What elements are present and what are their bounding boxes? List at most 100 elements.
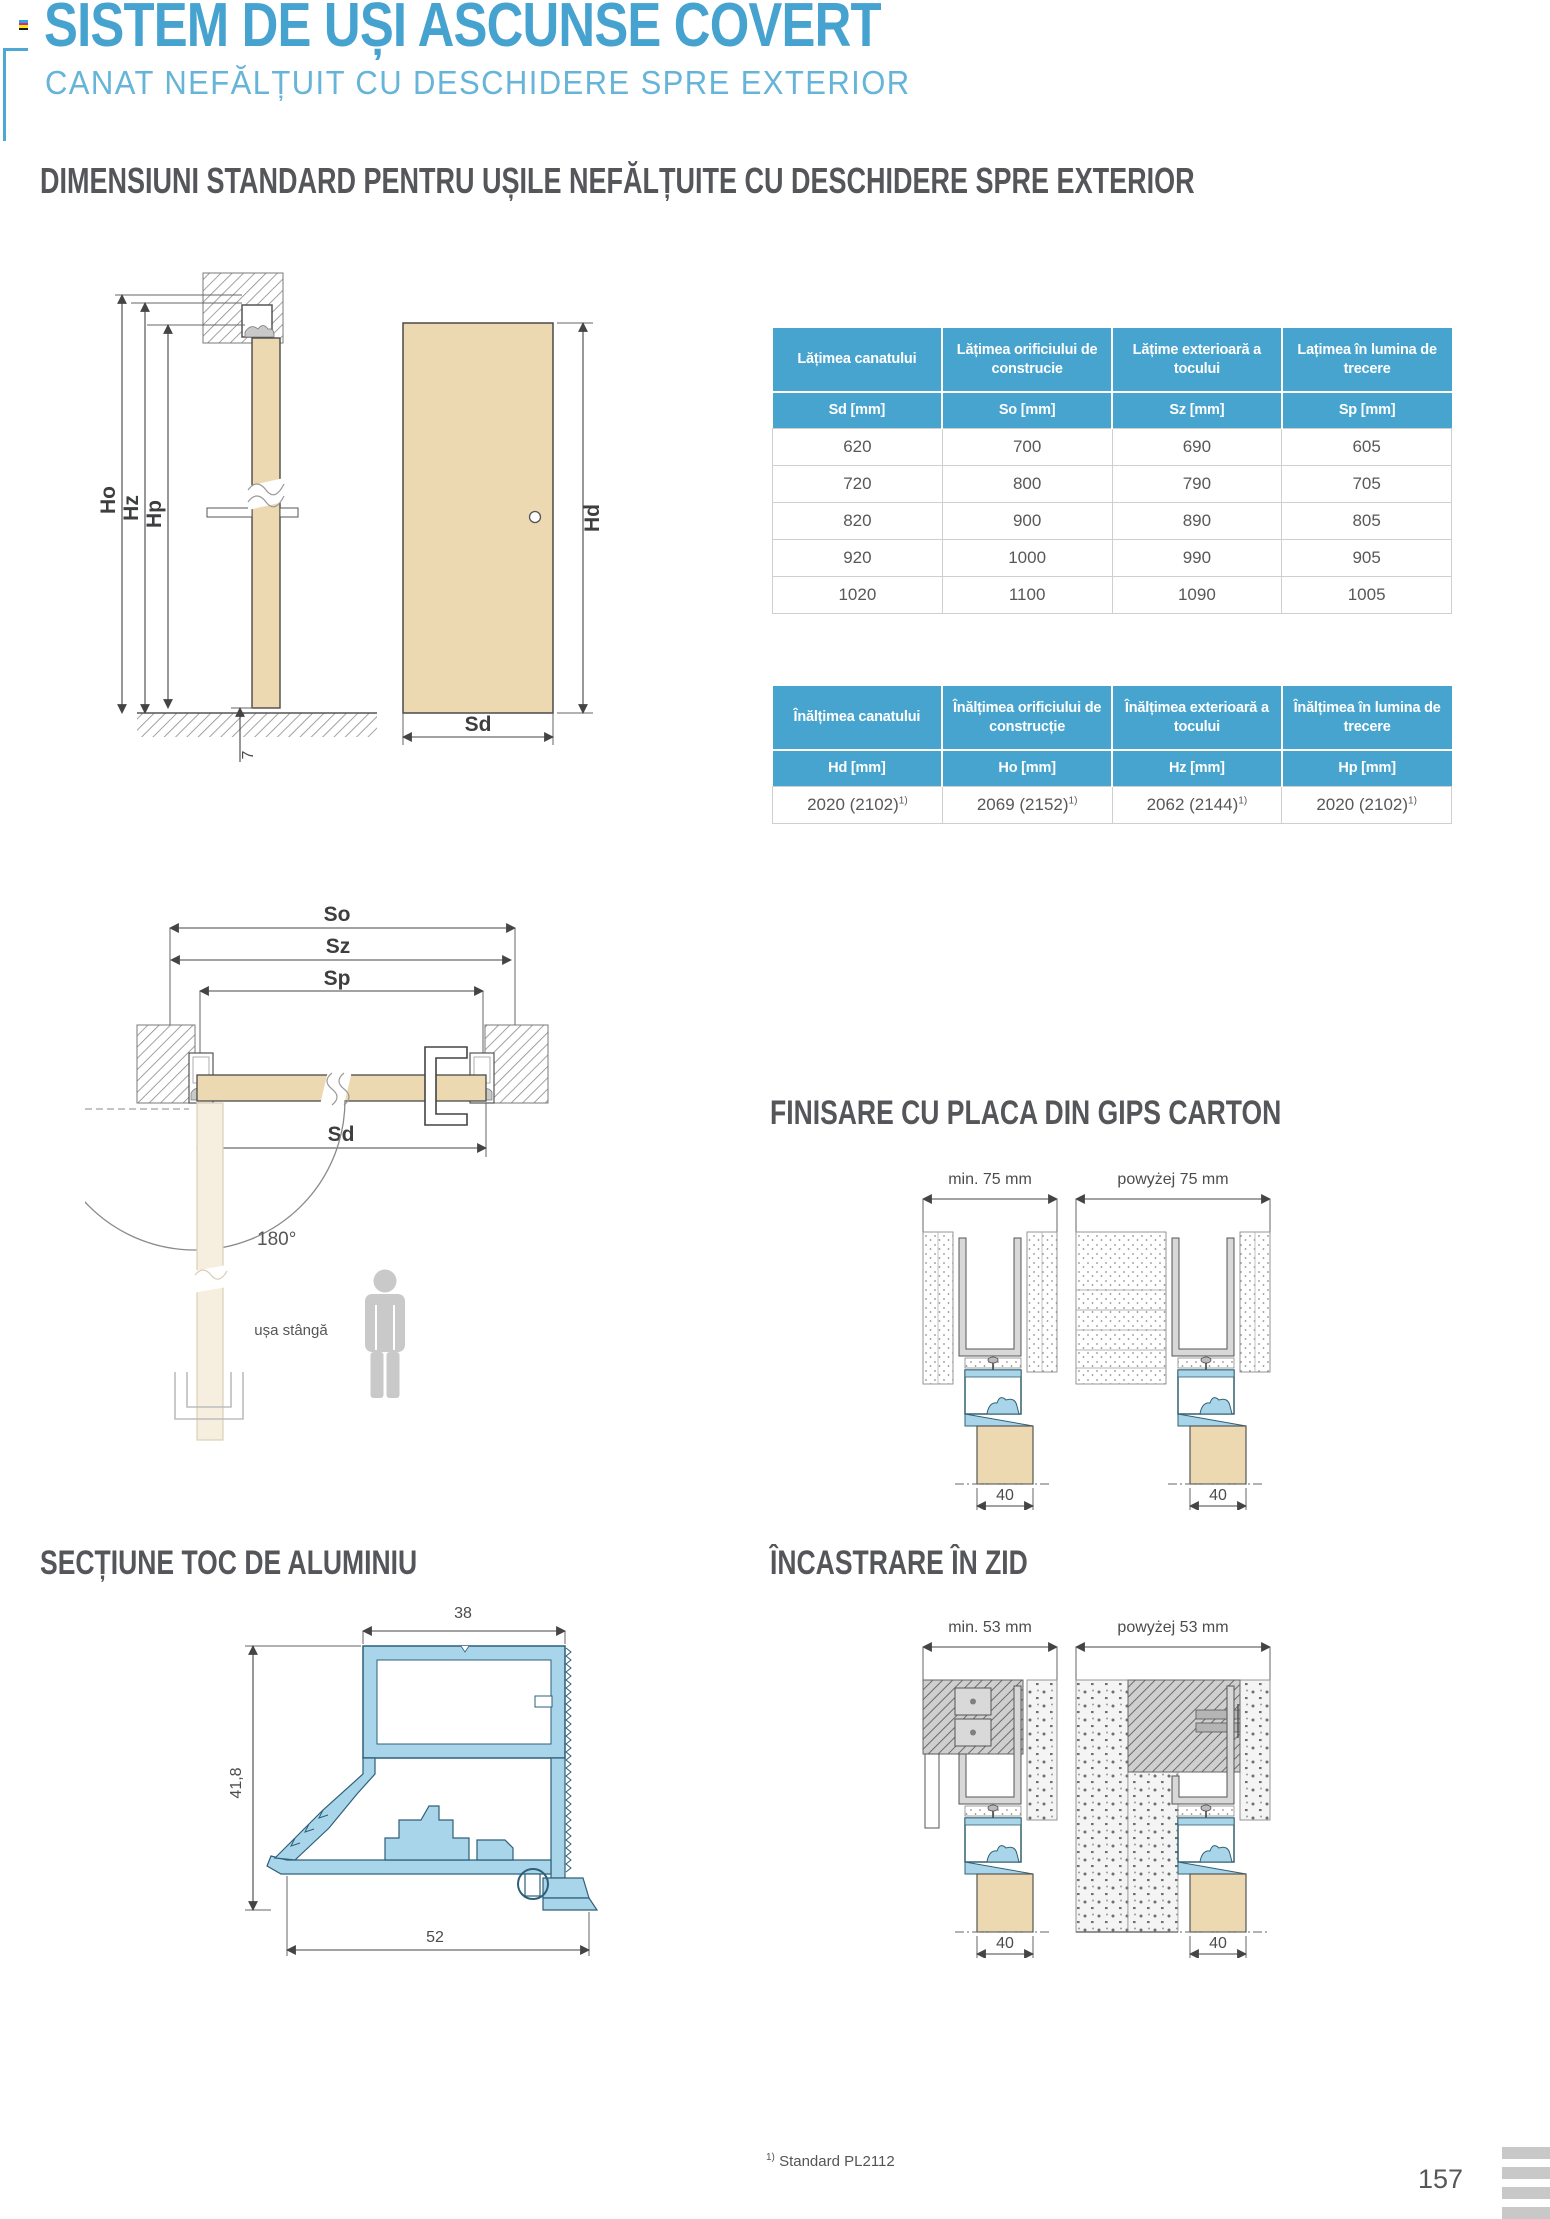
cell: 1005 [1281, 575, 1452, 614]
footnote: 1) Standard PL2112 [766, 2152, 895, 2170]
masonry-block [922, 1679, 1024, 1755]
cell: 2020 (2102)1) [1281, 785, 1452, 824]
gips-board-layers [1075, 1231, 1271, 1385]
aluminum-frame-profile [964, 1817, 1034, 1875]
swing-angle-label: 180° [257, 1229, 296, 1250]
footer-stripe [1502, 2207, 1550, 2219]
height-dimensions-table: Înălțimea canatului Înălțimea orificiulu… [772, 686, 1452, 824]
aluminum-profile-diagram: 38 41,8 52 [228, 1605, 599, 1956]
door-leaf-section [976, 1425, 1034, 1485]
table-row: 720 800 790 705 [772, 464, 1452, 503]
zid-section-heading: ÎNCASTRARE ÎN ZID [770, 1544, 1028, 1582]
sub-header: Sz [mm] [1111, 391, 1282, 428]
cell: 890 [1111, 501, 1283, 540]
door-leaf-side [206, 337, 299, 709]
door-knob [528, 510, 542, 524]
mounting-channel [1171, 1237, 1235, 1357]
gasket-roller-detail [517, 1868, 549, 1900]
sub-header: Hp [mm] [1280, 749, 1452, 786]
floor-guide-bracket [174, 1372, 244, 1420]
width-dimensions-table: Lățimea canatului Lățimea orificiului de… [772, 328, 1452, 614]
cell: 820 [772, 501, 943, 540]
col-header: Înălțimea canatului [772, 686, 943, 750]
sub-header: Hz [mm] [1111, 749, 1282, 786]
cell: 2069 (2152)1) [941, 785, 1113, 824]
cell: 1100 [941, 575, 1113, 614]
cell: 705 [1281, 464, 1452, 503]
gips-board-strips [922, 1231, 1058, 1385]
gips-min75-diagram: min. 75 mm 40 [922, 1171, 1058, 1510]
door-swing-arc [85, 1099, 346, 1251]
dim-label-38: 38 [454, 1605, 472, 1622]
cell: 900 [941, 501, 1113, 540]
door-leaf-section [1189, 1873, 1247, 1933]
dim-label-floor-gap: 7 [240, 750, 257, 759]
cell-value: 2062 (2144) [1146, 794, 1239, 814]
cell: 720 [772, 464, 943, 503]
table-row: 920 1000 990 905 [772, 538, 1452, 577]
dimension-lines [117, 294, 245, 762]
table-row: 1020 1100 1090 1005 [772, 575, 1452, 614]
dim-label-sd: Sd [465, 713, 492, 736]
door-hand-label: ușa stângă [254, 1322, 328, 1339]
dim-label: min. 75 mm [948, 1171, 1032, 1188]
door-leaf-section [1189, 1425, 1247, 1485]
col-header: Înălțimea în lumina de trecere [1280, 686, 1452, 750]
door-plan-view-diagram: So Sz Sp Sd 180° ușa stângă [85, 903, 549, 1441]
door-leaf-section [976, 1873, 1034, 1933]
dimension-lines [248, 1626, 590, 1955]
cell: 1090 [1111, 575, 1283, 614]
dim-label: min. 53 mm [948, 1619, 1032, 1636]
cell: 800 [941, 464, 1113, 503]
dim-label-hz: Hz [120, 495, 143, 521]
aluminum-frame-profile [964, 1369, 1034, 1427]
dim-label-52: 52 [426, 1929, 444, 1946]
dim-label-40: 40 [1209, 1487, 1227, 1504]
dimension-lines [402, 322, 588, 742]
cell: 1020 [772, 575, 943, 614]
wall-hatch-left [136, 1024, 196, 1104]
cell: 690 [1111, 427, 1283, 466]
col-header: Lățime exterioară a tocului [1111, 328, 1282, 392]
open-door-leaf [193, 1102, 228, 1441]
page-subtitle: CANAT NEFĂLȚUIT CU DESCHIDERE SPRE EXTER… [45, 64, 911, 101]
profile-body [266, 1645, 599, 1911]
table-row: 2020 (2102)1) 2069 (2152)1) 2062 (2144)1… [772, 785, 1452, 824]
gips-section-heading: FINISARE CU PLACA DIN GIPS CARTON [770, 1094, 1282, 1132]
masonry-block [1127, 1679, 1241, 1773]
cell: 805 [1281, 501, 1452, 540]
page-number: 157 [1418, 2164, 1464, 2194]
door-front-view-diagram: Hd Sd [402, 322, 604, 745]
concrete-strip [1026, 1679, 1058, 1821]
cell: 620 [772, 427, 943, 466]
footnote-ref: 1) [898, 794, 908, 806]
cell: 990 [1111, 538, 1283, 577]
dim-label: powyżej 53 mm [1117, 1619, 1228, 1636]
footnote-ref: 1) [1238, 794, 1248, 806]
col-header: Lățimea orificiului de construcie [941, 328, 1112, 392]
dim-label: powyżej 75 mm [1117, 1171, 1228, 1188]
door-leaf-front [402, 322, 554, 714]
cell: 700 [941, 427, 1113, 466]
dimension-lines [169, 923, 516, 1153]
dim-label-40: 40 [1209, 1935, 1227, 1952]
dim-label-40: 40 [996, 1935, 1014, 1952]
concrete-fill [1075, 1679, 1271, 1933]
cell-value: 2020 (2102) [807, 794, 899, 814]
cell: 790 [1111, 464, 1283, 503]
sub-header: Ho [mm] [941, 749, 1112, 786]
cell-value: 2069 (2152) [976, 794, 1069, 814]
aluminum-section-heading: SECȚIUNE TOC DE ALUMINIU [40, 1544, 418, 1582]
dim-label-sp: Sp [324, 967, 351, 990]
sub-header: Sd [mm] [772, 391, 943, 428]
jamb-board [924, 1753, 940, 1829]
gips-over75-diagram: powyżej 75 mm 40 [1075, 1171, 1271, 1510]
dim-label-hd: Hd [581, 504, 604, 532]
footnote-marker: 1) [766, 2152, 775, 2163]
aluminum-frame-profile [1177, 1369, 1247, 1427]
cell-value: 2020 (2102) [1316, 794, 1409, 814]
sub-header: Hd [mm] [772, 749, 943, 786]
frame-head-detail [241, 304, 275, 338]
person-icon [365, 1269, 405, 1398]
